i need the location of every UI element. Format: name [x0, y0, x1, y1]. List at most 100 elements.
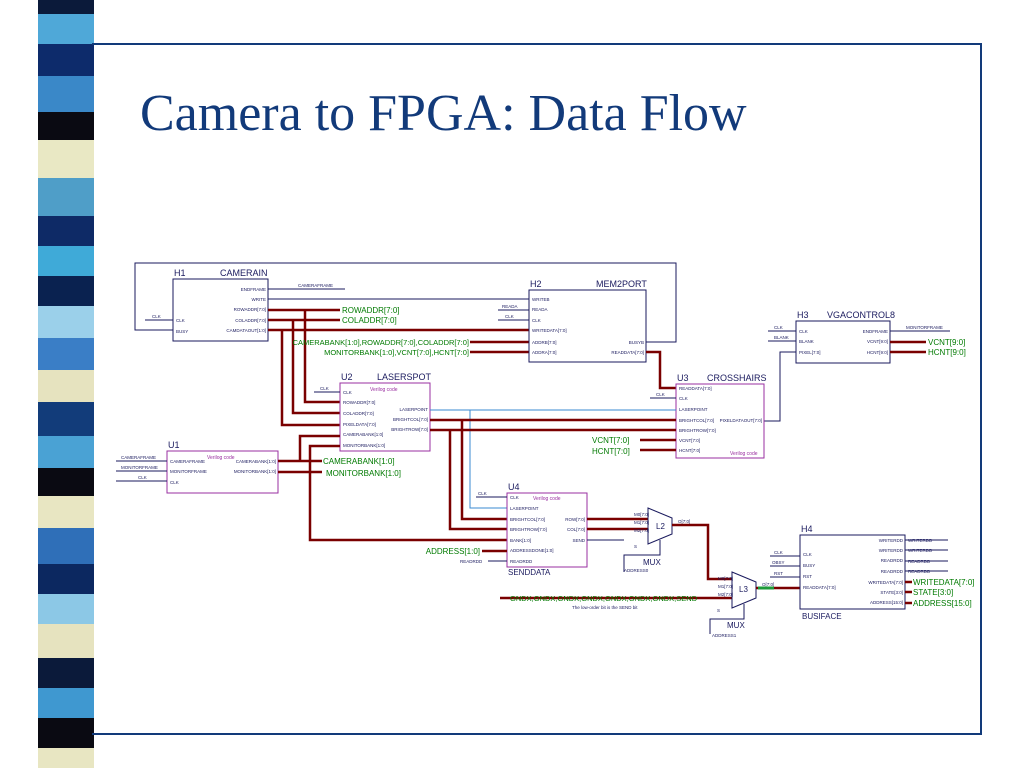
wire-readdata	[646, 350, 676, 390]
svg-text:L3: L3	[739, 585, 748, 594]
h1-ref: H1	[174, 268, 186, 278]
svg-text:Verilog code: Verilog code	[533, 496, 561, 502]
svg-text:ADDRESS0: ADDRESS0	[624, 568, 649, 573]
svg-text:COLADDR[7:0]: COLADDR[7:0]	[343, 411, 374, 416]
svg-text:BUSY: BUSY	[176, 329, 188, 334]
svg-text:WRITERDD: WRITERDD	[879, 538, 904, 543]
svg-text:STATE[3:0]: STATE[3:0]	[880, 590, 903, 595]
svg-text:WRITEDATA[7:0]: WRITEDATA[7:0]	[532, 328, 567, 333]
svg-text:CLK: CLK	[679, 396, 688, 401]
svg-text:READRDD: READRDD	[460, 559, 483, 564]
svg-text:CAMERABANK[1:0]: CAMERABANK[1:0]	[343, 432, 383, 437]
frame-top-line	[92, 43, 982, 45]
block-u3-crosshairs: U3 CROSSHAIRS READDATA[7:0] CLK LASERPOI…	[592, 373, 767, 459]
block-u4-senddata: U4 Verilog code CLK LASERPOINT BRIGHTCOL…	[426, 482, 648, 577]
net-bus2: MONITORBANK[1:0],VCNT[7:0],HCNT[7:0]	[324, 348, 469, 357]
block-h2-mem2port: H2 MEM2PORT WRITEB READA CLK WRITEDATA[7…	[498, 279, 677, 363]
block-u2-laserspot: U2 LASERSPOT Verilog code CLK ROWADDR[7:…	[314, 372, 432, 452]
svg-text:READRDD: READRDD	[510, 559, 533, 564]
svg-text:VGACONTROL8: VGACONTROL8	[827, 310, 895, 320]
svg-text:WRITEDATA[7:0]: WRITEDATA[7:0]	[868, 580, 903, 585]
svg-text:ROW[7:0]: ROW[7:0]	[565, 517, 585, 522]
svg-text:ENDFRAME: ENDFRAME	[241, 287, 266, 292]
svg-text:BRIGHTROW[7:0]: BRIGHTROW[7:0]	[510, 527, 547, 532]
block-h4-busiface: H4 BUSIFACE CLK BUSY RST READDATA[7:0] W…	[770, 524, 975, 621]
svg-text:WRITERDD: WRITERDD	[908, 548, 933, 553]
svg-text:BRIGHTCOL[7:0]: BRIGHTCOL[7:0]	[510, 517, 545, 522]
svg-text:BUSIFACE: BUSIFACE	[802, 612, 842, 621]
net-coladdr: COLADDR[7:0]	[342, 316, 397, 325]
svg-text:BRIGHTROW[7:0]: BRIGHTROW[7:0]	[391, 427, 428, 432]
wires-u2-outputs	[430, 409, 676, 531]
svg-text:CLK: CLK	[656, 392, 665, 397]
svg-text:CAMERABANK[1:0]: CAMERABANK[1:0]	[323, 457, 395, 466]
svg-text:U1: U1	[168, 440, 180, 450]
svg-text:ADDRESS1: ADDRESS1	[712, 633, 737, 638]
svg-text:CAMERABANK[1:0]: CAMERABANK[1:0]	[236, 459, 276, 464]
svg-text:CLK: CLK	[774, 550, 783, 555]
svg-text:CAMERAFRAME: CAMERAFRAME	[170, 459, 205, 464]
svg-text:M2[7:0]: M2[7:0]	[718, 592, 733, 597]
svg-text:READRDD: READRDD	[908, 569, 931, 574]
block-l3-mux: L3 M0[7:0] M1[7:0] M2[7:0] O[7:0] S MUX …	[709, 571, 800, 638]
svg-text:CLK: CLK	[803, 552, 812, 557]
svg-text:M1[7:0]: M1[7:0]	[634, 520, 649, 525]
block-l2-mux: L2 M0[7:0] M1[7:0] M2[7:0] O[7:0] S MUX …	[623, 507, 732, 581]
svg-text:S: S	[634, 544, 637, 549]
svg-text:READRDD: READRDD	[881, 569, 904, 574]
svg-text:HCNT[7:0]: HCNT[7:0]	[679, 448, 700, 453]
svg-text:O[7:0]: O[7:0]	[678, 519, 690, 524]
svg-text:CLK: CLK	[320, 386, 329, 391]
svg-text:RST: RST	[774, 571, 783, 576]
svg-text:CLK: CLK	[774, 325, 783, 330]
block-u1: U1 Verilog code CAMERAFRAME MONITORFRAME…	[116, 440, 401, 494]
svg-text:WRITEB: WRITEB	[532, 297, 550, 302]
svg-text:ROWADDR[7:0]: ROWADDR[7:0]	[343, 400, 375, 405]
svg-text:MEM2PORT: MEM2PORT	[596, 279, 647, 289]
bus-wires-h1	[268, 308, 529, 427]
svg-text:READDATA[7:0]: READDATA[7:0]	[803, 585, 836, 590]
frame-right-line	[980, 43, 982, 735]
svg-text:ADDRESS[15:0]: ADDRESS[15:0]	[913, 599, 972, 608]
svg-text:CLK: CLK	[532, 318, 541, 323]
svg-text:READDATA[7:0]: READDATA[7:0]	[611, 350, 644, 355]
svg-text:VCNT[7:0]: VCNT[7:0]	[679, 438, 700, 443]
svg-text:LASERSPOT: LASERSPOT	[377, 372, 432, 382]
svg-text:H3: H3	[797, 310, 809, 320]
svg-text:H4: H4	[801, 524, 813, 534]
svg-text:CLK: CLK	[138, 475, 147, 480]
decorative-color-strip	[38, 0, 94, 768]
svg-text:H2: H2	[530, 279, 542, 289]
svg-text:RST: RST	[803, 574, 812, 579]
svg-text:CLK: CLK	[152, 314, 161, 319]
svg-text:CLK: CLK	[799, 329, 808, 334]
svg-text:MONITORBANK[1:0]: MONITORBANK[1:0]	[343, 443, 385, 448]
svg-text:SEND: SEND	[572, 538, 585, 543]
feedback-loop	[134, 262, 677, 334]
svg-text:U4: U4	[508, 482, 520, 492]
svg-text:COL[7:0]: COL[7:0]	[567, 527, 585, 532]
svg-text:CLK: CLK	[170, 480, 179, 485]
svg-text:ADDRA[7:0]: ADDRA[7:0]	[532, 350, 557, 355]
svg-text:CLK: CLK	[478, 491, 487, 496]
svg-text:ADDRESS[1:0]: ADDRESS[1:0]	[426, 547, 480, 556]
svg-text:L2: L2	[656, 522, 665, 531]
svg-text:WRITERDD: WRITERDD	[879, 548, 904, 553]
svg-text:ROWADDR[7:0]: ROWADDR[7:0]	[234, 307, 266, 312]
wire-pixel	[764, 351, 796, 422]
svg-text:MONITORFRAME: MONITORFRAME	[170, 469, 207, 474]
svg-text:ADDRB[7:0]: ADDRB[7:0]	[532, 340, 557, 345]
svg-text:READA: READA	[532, 307, 548, 312]
frame-bottom-line	[92, 733, 982, 735]
svg-text:VCNT[9:0]: VCNT[9:0]	[867, 339, 888, 344]
svg-text:BUSY: BUSY	[803, 563, 815, 568]
svg-text:HCNT[9:0]: HCNT[9:0]	[867, 350, 888, 355]
svg-text:M0[7:0]: M0[7:0]	[718, 576, 733, 581]
svg-text:Verilog code: Verilog code	[730, 451, 758, 457]
svg-text:COLADDR[7:0]: COLADDR[7:0]	[235, 318, 266, 323]
svg-text:CLK: CLK	[176, 318, 185, 323]
svg-text:Verilog code: Verilog code	[370, 387, 398, 393]
net-rowaddr: ROWADDR[7:0]	[342, 306, 400, 315]
svg-text:BANK[1:0]: BANK[1:0]	[510, 538, 531, 543]
